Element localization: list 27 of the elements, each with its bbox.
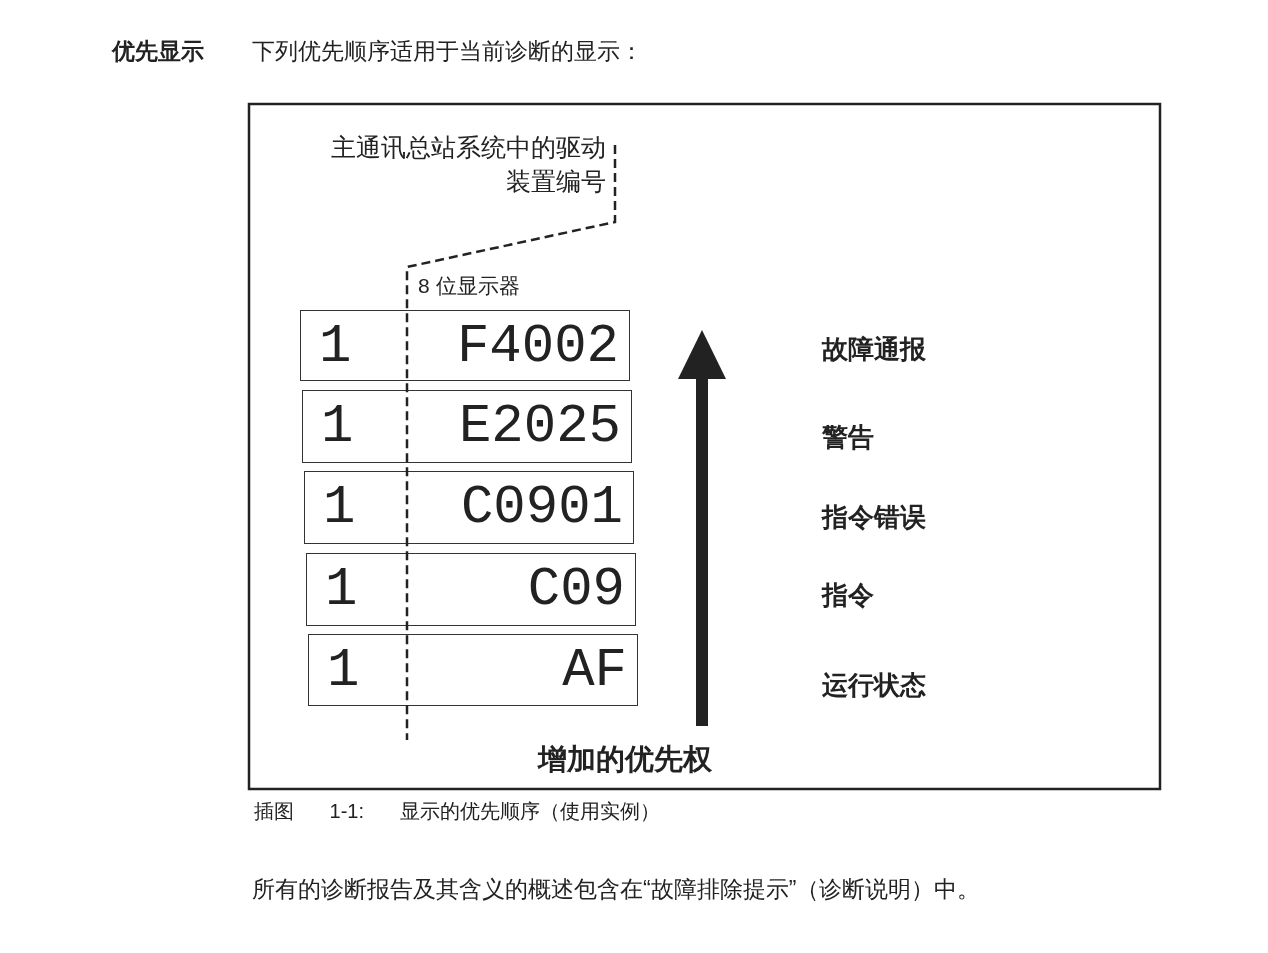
display-box [306,553,636,626]
display-box [300,310,630,381]
drive-number: 1 [325,563,358,617]
status-label: 指令 [822,579,874,612]
drive-number: 1 [327,644,360,698]
diagnostic-code: C09 [527,563,625,617]
drive-number: 1 [323,481,356,535]
display-label: 8 位显示器 [418,273,520,299]
body-text: 所有的诊断报告及其含义的概述包含在“故障排除提示”（诊断说明）中。 [252,875,981,904]
callout-text: 主通讯总站系统中的驱动装置编号 [330,132,606,197]
status-label: 运行状态 [822,669,926,702]
diagnostic-code: E2025 [458,400,621,454]
diagnostic-code: AF [562,644,627,698]
status-label: 指令错误 [822,501,926,534]
drive-number: 1 [319,320,352,374]
status-label: 警告 [822,421,874,454]
display-box [304,471,634,544]
intro-text: 下列优先顺序适用于当前诊断的显示： [252,37,643,66]
axis-label: 增加的优先权 [538,742,712,777]
section-heading: 优先显示 [112,37,204,66]
diagnostic-code: F4002 [456,320,619,374]
figure-caption: 插图 1-1: 显示的优先顺序（使用实例） [254,799,660,824]
diagnostic-code: C0901 [460,481,623,535]
drive-number: 1 [321,400,354,454]
status-label: 故障通报 [822,333,926,366]
display-box [308,634,638,706]
display-box [302,390,632,463]
